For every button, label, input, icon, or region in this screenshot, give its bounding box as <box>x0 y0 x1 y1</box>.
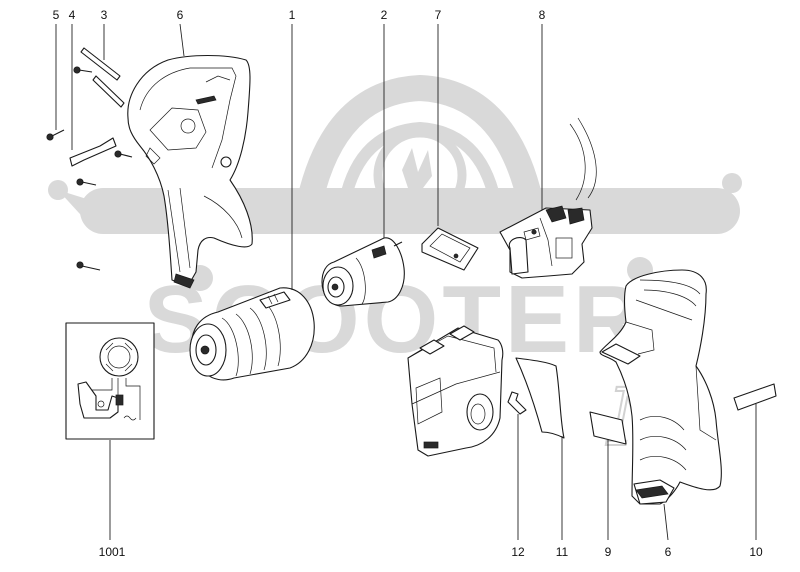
screw <box>73 66 93 74</box>
part-5-screws <box>46 66 133 271</box>
callout-8: 8 <box>539 8 546 22</box>
screw <box>76 178 97 186</box>
part-1-gearbox-assembly <box>189 287 315 381</box>
callout-labels: 5 4 3 6 1 2 7 8 1001 12 11 9 6 10 <box>53 8 763 559</box>
part-8-switch <box>499 117 597 279</box>
part-1001-wiring-diagram <box>65 322 155 440</box>
part-11-strip <box>515 357 565 439</box>
part-6-housing-half-left <box>127 55 253 289</box>
callout-4: 4 <box>69 8 76 22</box>
screw <box>76 261 101 271</box>
callout-10: 10 <box>749 545 763 559</box>
callout-6-bottom: 6 <box>665 545 672 559</box>
callout-6-top: 6 <box>177 8 184 22</box>
callout-3: 3 <box>101 8 108 22</box>
part-9-label <box>589 411 627 445</box>
part-10-label <box>733 383 777 411</box>
part-12-clip <box>507 391 527 415</box>
callout-12: 12 <box>511 545 525 559</box>
callout-5: 5 <box>53 8 60 22</box>
part-2-motor <box>321 237 405 307</box>
battery-pack <box>407 325 504 457</box>
leader-6b <box>663 503 669 541</box>
callout-2: 2 <box>381 8 388 22</box>
leader-lines <box>55 23 757 541</box>
part-7-switch-cover <box>421 227 479 271</box>
screw <box>46 129 65 141</box>
callout-9: 9 <box>605 545 612 559</box>
callout-1001: 1001 <box>99 545 126 559</box>
part-6-housing-half-right <box>599 269 722 505</box>
screw <box>114 150 133 158</box>
leader-6a <box>179 23 185 57</box>
callout-7: 7 <box>435 8 442 22</box>
part-3-pins <box>80 47 125 108</box>
part-4-label-plate <box>69 137 117 167</box>
callout-11: 11 <box>556 545 569 559</box>
callout-1: 1 <box>289 8 296 22</box>
